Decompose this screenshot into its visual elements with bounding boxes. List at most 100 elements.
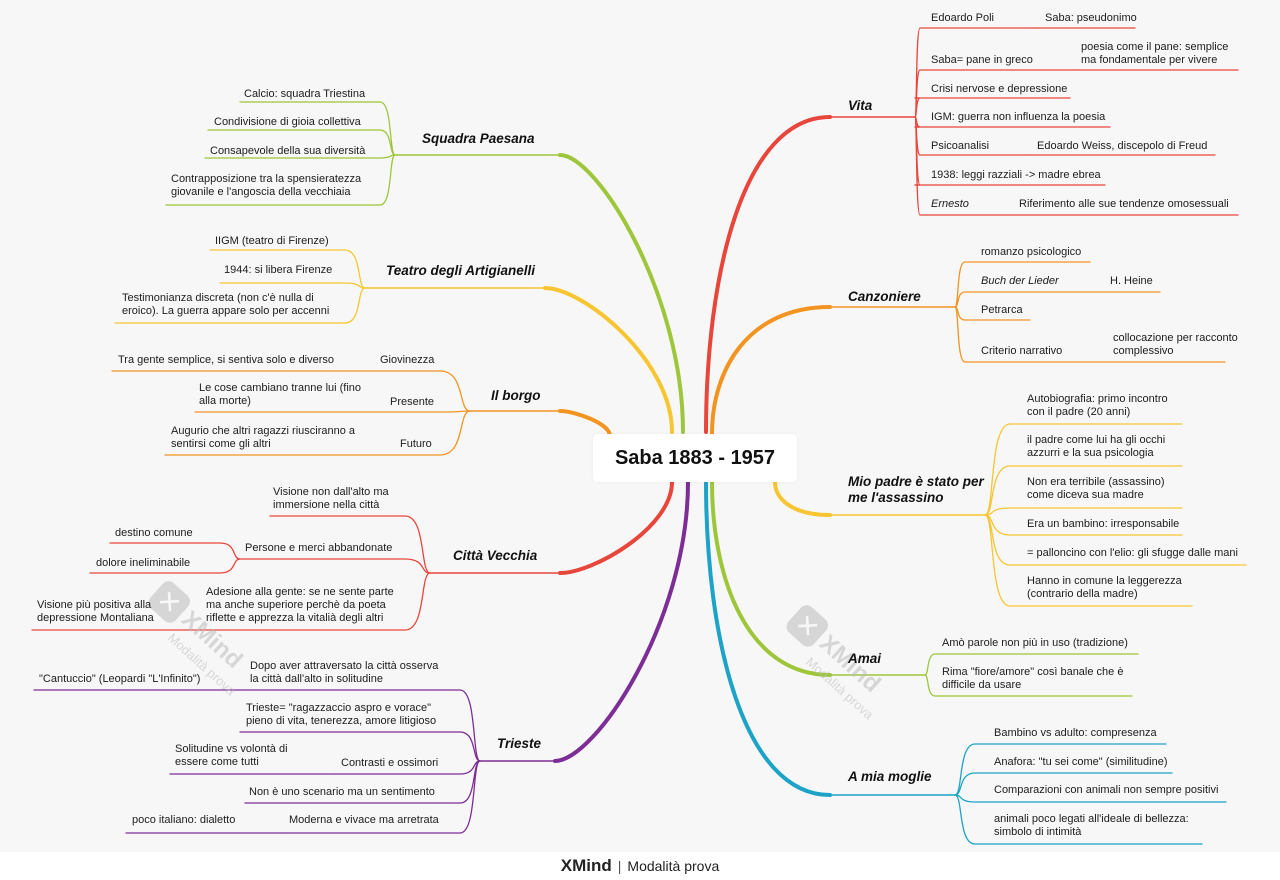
canzoniere-leaf-3 bbox=[954, 306, 1226, 363]
branch-squadra-paesana[interactable]: Squadra Paesana bbox=[422, 131, 535, 146]
squadra-item-2[interactable]: Condivisione di gioia collettiva bbox=[214, 116, 361, 128]
teatro-item-1[interactable]: IIGM (teatro di Firenze) bbox=[215, 235, 329, 247]
padre-item-4[interactable]: Era un bambino: irresponsabile bbox=[1027, 518, 1180, 530]
trieste-item-2[interactable]: Trieste= "ragazzaccio aspro e vorace" pi… bbox=[246, 702, 437, 727]
amai-leaf-0 bbox=[924, 653, 1139, 676]
moglie-item-1[interactable]: Bambino vs adulto: compresenza bbox=[994, 727, 1157, 739]
squadra-item-1[interactable]: Calcio: squadra Triestina bbox=[244, 88, 366, 100]
padre-connector bbox=[773, 480, 832, 517]
citta-subleaf-1 bbox=[89, 558, 241, 574]
central-topic[interactable]: Saba 1883 - 1957 bbox=[593, 434, 797, 482]
padre-leaf-2 bbox=[984, 507, 1183, 516]
citta-item-1[interactable]: Visione non dall'alto ma immersione nell… bbox=[273, 486, 389, 511]
trieste-item-3[interactable]: Contrasti e ossimori bbox=[341, 757, 439, 769]
squadra-leaf-3 bbox=[165, 154, 396, 206]
canzoniere-item-2-sub[interactable]: H. Heine bbox=[1110, 275, 1153, 287]
trieste-item-1[interactable]: Dopo aver attraversato la città osserva … bbox=[250, 660, 439, 685]
trieste-item-5-sub[interactable]: poco italiano: dialetto bbox=[132, 814, 236, 826]
branch-citta-vecchia[interactable]: Città Vecchia bbox=[453, 548, 538, 563]
borgo-item-3[interactable]: Futuro bbox=[400, 438, 432, 450]
citta-item-2[interactable]: Persone e merci abbandonate bbox=[245, 542, 393, 554]
citta-item-2-sub-1[interactable]: destino comune bbox=[115, 527, 193, 539]
vita-connector bbox=[704, 115, 832, 434]
branch-a-mia-moglie[interactable]: A mia moglie bbox=[848, 769, 932, 784]
borgo-item-1-sub[interactable]: Tra gente semplice, si sentiva solo e di… bbox=[118, 354, 335, 366]
moglie-leaf-1 bbox=[954, 772, 1173, 796]
teatro-connector bbox=[543, 286, 674, 434]
vita-item-1[interactable]: Edoardo Poli bbox=[931, 12, 994, 24]
amai-connector bbox=[710, 480, 832, 677]
citta-leaf-2 bbox=[199, 572, 431, 631]
vita-leaf-0 bbox=[914, 27, 1036, 118]
footer-bar: XMind | Modalità prova bbox=[0, 852, 1280, 880]
footer-brand: XMind bbox=[560, 856, 612, 875]
branch-teatro-artigianelli[interactable]: Teatro degli Artigianelli bbox=[386, 263, 536, 278]
trieste-item-1-sub[interactable]: "Cantuccio" (Leopardi "L'Infinito") bbox=[39, 673, 201, 685]
trieste-item-3-sub[interactable]: Solitudine vs volontà di essere come tut… bbox=[175, 743, 288, 768]
trieste-connector bbox=[553, 480, 690, 763]
branch-vita[interactable]: Vita bbox=[848, 98, 873, 113]
branch-trieste[interactable]: Trieste bbox=[497, 736, 542, 751]
branch-amai[interactable]: Amai bbox=[848, 651, 882, 666]
padre-item-2[interactable]: il padre come lui ha gli occhi azzurri e… bbox=[1027, 434, 1166, 459]
citta-leaf-0 bbox=[269, 515, 431, 574]
squadra-item-3[interactable]: Consapevole della sua diversità bbox=[210, 145, 366, 157]
squadra-item-4[interactable]: Contrapposizione tra la spensieratezza g… bbox=[171, 173, 362, 198]
squadra-leaf-2 bbox=[204, 154, 396, 159]
vita-item-1-sub[interactable]: Saba: pseudonimo bbox=[1045, 12, 1137, 24]
canzoniere-leaf-1 bbox=[954, 291, 1161, 308]
canzoniere-item-2[interactable]: Buch der Lieder bbox=[981, 275, 1059, 287]
branch-canzoniere[interactable]: Canzoniere bbox=[848, 289, 921, 304]
padre-leaf-5 bbox=[984, 514, 1193, 607]
citta-item-3-sub[interactable]: Visione più positiva alla depressione Mo… bbox=[37, 599, 154, 624]
moglie-connector bbox=[704, 480, 832, 797]
borgo-item-2-sub[interactable]: Le cose cambiano tranne lui (fino alla m… bbox=[199, 382, 362, 407]
vita-item-3[interactable]: Crisi nervose e depressione bbox=[931, 83, 1068, 95]
footer-separator: | bbox=[617, 858, 622, 874]
branch-mio-padre[interactable]: Mio padre è stato per me l'assassino bbox=[848, 474, 984, 505]
padre-item-3[interactable]: Non era terribile (assassino) come dicev… bbox=[1027, 476, 1165, 501]
padre-leaf-0 bbox=[984, 423, 1183, 516]
citta-item-2-sub-2[interactable]: dolore ineliminabile bbox=[96, 557, 191, 569]
padre-leaf-1 bbox=[984, 465, 1183, 516]
moglie-leaf-2 bbox=[954, 794, 1227, 803]
padre-item-1[interactable]: Autobiografia: primo incontro con il pad… bbox=[1027, 393, 1168, 418]
moglie-item-4[interactable]: animali poco legati all'ideale di bellez… bbox=[994, 813, 1189, 838]
vita-item-7[interactable]: Ernesto bbox=[931, 198, 969, 210]
teatro-item-3[interactable]: Testimonianza discreta (non c'è nulla di… bbox=[122, 292, 330, 317]
vita-item-2[interactable]: Saba= pane in greco bbox=[931, 54, 1033, 66]
padre-item-6[interactable]: Hanno in comune la leggerezza (contrario… bbox=[1027, 575, 1182, 600]
vita-item-5-sub[interactable]: Edoardo Weiss, discepolo di Freud bbox=[1037, 140, 1208, 152]
amai-item-1[interactable]: Amò parole non più in uso (tradizione) bbox=[942, 637, 1128, 649]
teatro-item-2[interactable]: 1944: si libera Firenze bbox=[224, 264, 333, 276]
branch-il-borgo[interactable]: Il borgo bbox=[491, 388, 541, 403]
trieste-leaf-4 bbox=[281, 760, 481, 834]
moglie-item-2[interactable]: Anafora: "tu sei come" (similitudine) bbox=[994, 756, 1168, 768]
borgo-item-1[interactable]: Giovinezza bbox=[380, 354, 435, 366]
trieste-leaf-1 bbox=[239, 731, 481, 762]
trieste-item-4[interactable]: Non è uno scenario ma un sentimento bbox=[249, 786, 435, 798]
squadra-leaf-1 bbox=[207, 129, 396, 156]
borgo-item-3-sub[interactable]: Augurio che altri ragazzi riusciranno a … bbox=[171, 425, 356, 450]
padre-item-5[interactable]: = palloncino con l'elio: gli sfugge dall… bbox=[1027, 547, 1238, 559]
moglie-item-3[interactable]: Comparazioni con animali non sempre posi… bbox=[994, 784, 1219, 796]
amai-item-2[interactable]: Rima "fiore/amore" così banale che è dif… bbox=[942, 666, 1124, 691]
vita-leaf-6 bbox=[914, 116, 1011, 216]
teatro-leaf-1 bbox=[219, 282, 366, 289]
vita-item-7-sub[interactable]: Riferimento alle sue tendenze omosessual… bbox=[1019, 198, 1229, 210]
vita-item-2-sub[interactable]: poesia come il pane: semplice ma fondame… bbox=[1081, 41, 1229, 66]
canzoniere-item-4-sub[interactable]: collocazione per racconto complessivo bbox=[1113, 332, 1238, 357]
trieste-item-5[interactable]: Moderna e vivace ma arretrata bbox=[289, 814, 439, 826]
canzoniere-item-1[interactable]: romanzo psicologico bbox=[981, 246, 1082, 258]
borgo-leaf-0 bbox=[111, 370, 471, 412]
borgo-item-2[interactable]: Presente bbox=[390, 396, 435, 408]
mind-map-connectors bbox=[31, 27, 1247, 845]
canzoniere-item-4[interactable]: Criterio narrativo bbox=[981, 345, 1063, 357]
citta-item-3[interactable]: Adesione alla gente: se ne sente parte m… bbox=[206, 586, 394, 624]
canzoniere-item-3[interactable]: Petrarca bbox=[981, 304, 1023, 316]
vita-item-5[interactable]: Psicoanalisi bbox=[931, 140, 990, 152]
vita-item-6[interactable]: 1938: leggi razziali -> madre ebrea bbox=[931, 169, 1101, 181]
vita-item-4[interactable]: IGM: guerra non influenza la poesia bbox=[931, 111, 1106, 123]
borgo-leaf-1 bbox=[194, 410, 471, 413]
teatro-leaf-2 bbox=[114, 287, 366, 324]
